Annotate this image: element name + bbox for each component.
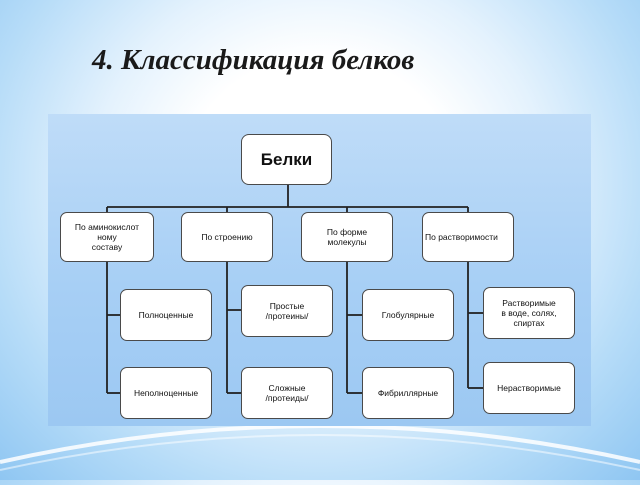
item-complete: Полноценные <box>120 289 212 341</box>
slide-title: 4. Классификация белков <box>92 44 415 76</box>
category-structure: По строению <box>181 212 273 262</box>
item-complex-proteids: Сложные /протеиды/ <box>241 367 333 419</box>
category-shape: По форме молекулы <box>301 212 393 262</box>
category-amino-acid: По аминокислот ному составу <box>60 212 154 262</box>
item-soluble: Растворимые в воде, солях, спиртах <box>483 287 575 339</box>
item-insoluble: Нерастворимые <box>483 362 575 414</box>
item-globular: Глобулярные <box>362 289 454 341</box>
category-solubility: По растворимости <box>422 212 514 262</box>
item-incomplete: Неполноценные <box>120 367 212 419</box>
item-fibrillar: Фибриллярные <box>362 367 454 419</box>
item-simple-proteins: Простые /протеины/ <box>241 285 333 337</box>
root-node: Белки <box>241 134 332 185</box>
